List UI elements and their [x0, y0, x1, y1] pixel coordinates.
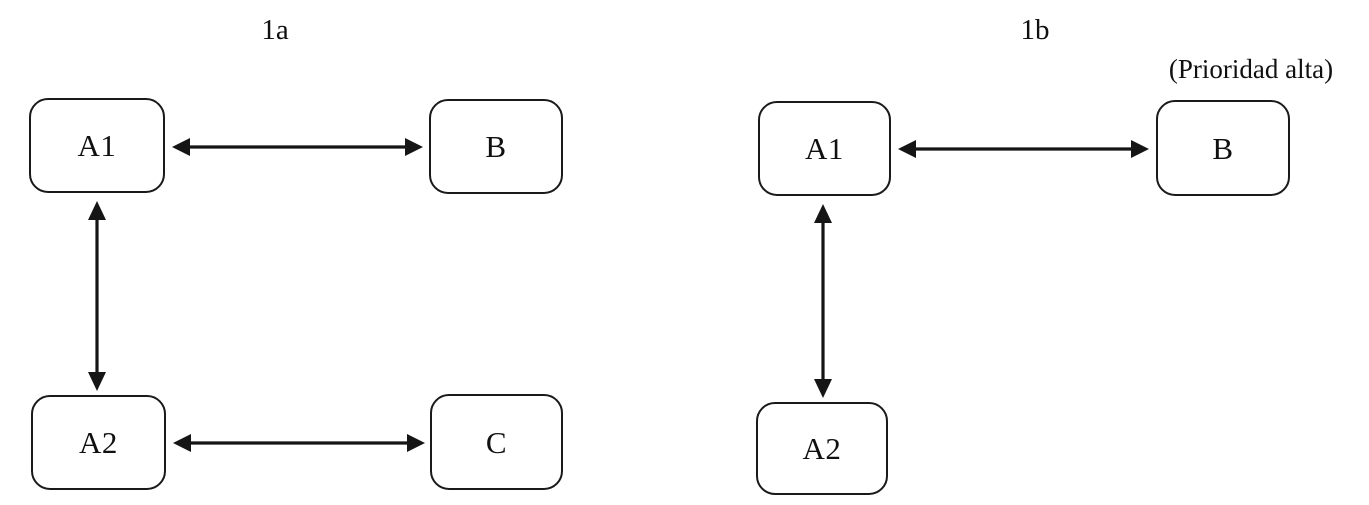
edge-1a-a2-c: [173, 434, 425, 452]
node-1b-b-label: B: [1212, 130, 1234, 166]
node-1a-c-label: C: [485, 424, 508, 460]
node-1a-a2[interactable]: A2: [31, 395, 166, 490]
node-1b-a1-label: A1: [805, 131, 844, 166]
node-1a-b[interactable]: B: [429, 99, 563, 194]
node-1a-b-label: B: [485, 129, 507, 164]
edge-1a-a1-b: [172, 138, 423, 156]
edge-1b-a1-a2: [814, 204, 832, 398]
edge-1b-a1-b: [898, 140, 1149, 158]
node-1a-a1-label: A1: [77, 128, 117, 163]
panel-title-1a: 1a: [261, 14, 289, 46]
node-1b-a2-label: A2: [802, 431, 842, 466]
node-1b-a1[interactable]: A1: [758, 101, 891, 196]
edge-1a-a1-a2: [88, 201, 106, 391]
node-1a-c[interactable]: C: [430, 394, 563, 490]
node-1a-a1[interactable]: A1: [29, 98, 165, 193]
node-1b-b[interactable]: B: [1156, 100, 1290, 196]
panel-title-1b: 1b: [1020, 14, 1050, 46]
annotation-1b-b-priority: (Prioridad alta): [1168, 54, 1334, 84]
node-1b-a2[interactable]: A2: [756, 402, 888, 495]
node-1a-a2-label: A2: [79, 425, 118, 460]
